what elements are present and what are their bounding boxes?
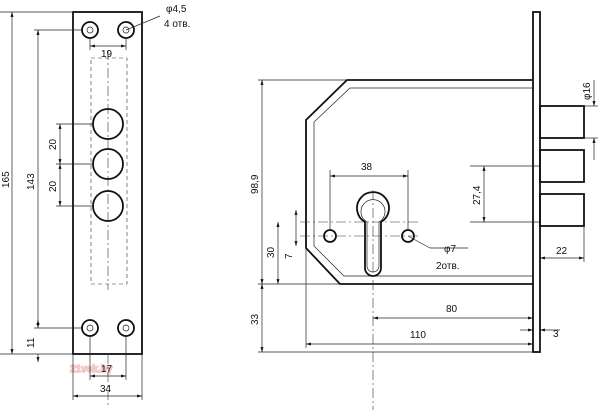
dim-bolt-throw: 22 (556, 246, 568, 257)
dim-bottom-hole-offset: 11 (26, 337, 37, 348)
faceplate (532, 11, 541, 353)
cylinder-keyhole (356, 191, 390, 277)
dim-top-hole-spacing: 19 (101, 49, 113, 60)
dim-faceplate-thickness: 3 (553, 329, 559, 340)
dim-screw-hole-spacing: 38 (361, 162, 373, 173)
dim-plate-height: 165 (1, 171, 12, 188)
screw-hole-count: 2отв. (436, 261, 460, 272)
dim-body-depth: 110 (410, 330, 426, 341)
strike-plate-view: φ4,5 4 отв. 19 165 143 20 20 11 17 (0, 4, 190, 408)
bolt-upper (539, 105, 585, 139)
screw-hole-diameter: φ7 (444, 244, 456, 255)
bolt-middle (539, 149, 585, 183)
dim-plate-width: 34 (100, 384, 112, 395)
dim-bolt-spacing: 27,4 (472, 185, 483, 205)
dim-body-height: 98,9 (250, 174, 261, 194)
watermark: 21vek.by (70, 364, 113, 375)
dim-bolt-diameter: φ16 (582, 82, 593, 100)
hole-diameter-note: φ4,5 (166, 4, 187, 15)
mounting-hole-top-left (81, 21, 99, 39)
dim-cylinder-offset: 30 (266, 246, 277, 258)
dim-bolt-spacing-lower: 20 (48, 180, 59, 192)
strike-plate-outline (72, 11, 143, 355)
mounting-hole-bottom-right (117, 319, 135, 337)
hole-count-note: 4 отв. (164, 19, 190, 30)
dim-cylinder-offset-small: 7 (284, 253, 295, 259)
dim-cutout-height: 143 (26, 173, 37, 190)
strike-plate-cutout (90, 57, 128, 285)
bolt-lower (539, 193, 585, 227)
lock-body-view: 98,9 38 7 30 27,4 φ16 φ7 2отв. 22 (250, 11, 598, 410)
dim-bolt-spacing-upper: 20 (48, 138, 59, 150)
mounting-hole-bottom-left (81, 319, 99, 337)
dim-backset: 80 (446, 304, 458, 315)
dim-bottom-hole-spacing: 17 (101, 364, 113, 375)
dim-cylinder-bottom: 33 (250, 313, 261, 325)
lock-housing-outline (305, 79, 533, 285)
